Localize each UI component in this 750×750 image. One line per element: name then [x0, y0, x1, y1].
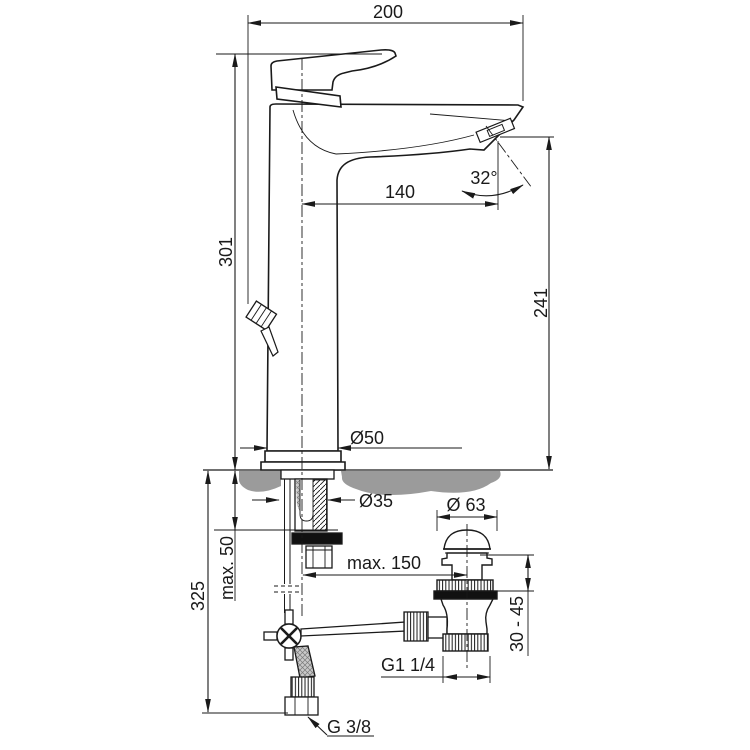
waste-gasket: [433, 590, 498, 600]
faucet: [245, 49, 525, 471]
seal-collar: [280, 469, 335, 480]
base-plate: [260, 461, 346, 471]
faucet-body-spout: [266, 103, 525, 452]
spout-detail-line: [429, 113, 514, 122]
base-flange: [264, 450, 342, 463]
dim-arc-spout-angle: [461, 184, 524, 199]
supply-hose: [293, 645, 316, 679]
label-waste-cap-diameter: Ø 63: [446, 495, 485, 515]
waste-tailpiece-thread: [442, 633, 489, 652]
mounting-hardware: [263, 469, 448, 716]
handle-base: [275, 86, 342, 108]
leader-supply-thread: [307, 716, 328, 736]
spray-axis-line: [485, 125, 533, 189]
mounting-washer: [291, 532, 343, 545]
label-waste-clamp-range: 30 - 45: [507, 596, 527, 652]
label-max-deck-thickness: max. 50: [217, 536, 237, 600]
label-spout-reach: 140: [385, 182, 415, 202]
centerlines: [301, 58, 533, 668]
label-spout-outlet-height: 241: [531, 288, 551, 318]
pop-up-rod-end: [299, 480, 314, 522]
label-total-height: 301: [216, 237, 236, 267]
pop-up-rod-knob: [245, 300, 279, 357]
spout-detail-line: [335, 134, 475, 155]
supply-nut: [284, 696, 319, 716]
waste-operating-rod: [300, 621, 407, 637]
hose-fitting: [290, 676, 315, 698]
label-overall-length: 200: [373, 2, 403, 22]
label-body-diameter: Ø50: [350, 428, 384, 448]
label-supply-thread: G 3/8: [327, 717, 371, 737]
dimension-labels: 200 301 140 32° 241 Ø50 Ø35 max. 50 325 …: [188, 2, 551, 737]
faucet-handle: [270, 49, 397, 91]
spout-detail-line: [292, 109, 337, 155]
label-shank-diameter: Ø35: [359, 491, 393, 511]
waste-collar: [436, 579, 494, 592]
shank-thread: [312, 479, 327, 531]
mounting-nut: [305, 545, 333, 569]
counter-section: [203, 469, 553, 496]
label-waste-thread: G1 1/4: [381, 655, 435, 675]
label-spout-angle: 32°: [470, 168, 497, 188]
label-max-waste-distance: max. 150: [347, 553, 421, 573]
rod-knurled-connector: [403, 611, 429, 642]
dimension-lines: [205, 20, 552, 737]
label-supply-length: 325: [188, 581, 208, 611]
